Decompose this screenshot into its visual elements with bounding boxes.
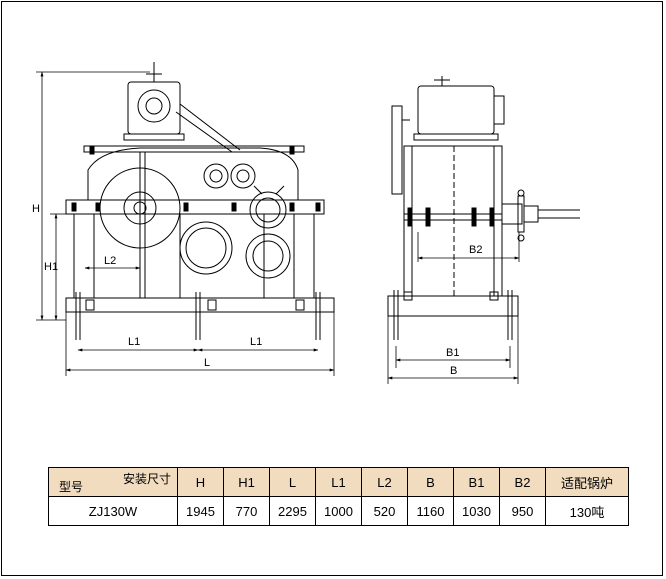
side-base (387, 290, 519, 340)
model-cell: ZJ130W (48, 496, 178, 526)
header-cell-boiler: 适配锅炉 (545, 467, 629, 497)
header-cell-b1: B1 (453, 467, 500, 497)
dim-label-l: L (204, 357, 210, 369)
dim-label-l1-right: L1 (250, 336, 262, 348)
value-cell-l1: 1000 (315, 496, 362, 526)
dim-label-l1-left: L1 (128, 336, 140, 348)
front-view (65, 62, 335, 340)
technical-drawing: H H1 L2 L1 L1 L (32, 62, 580, 384)
side-coupling (501, 189, 580, 242)
value-cell-h: 1945 (177, 496, 224, 526)
header-cell-l: L (269, 467, 316, 497)
side-dimension-labels: B2 B1 B (446, 244, 482, 377)
value-cell-boiler: 130吨 (545, 496, 629, 526)
front-housing (65, 145, 325, 298)
front-motor (123, 62, 185, 141)
front-dimension-labels: H H1 L2 L1 L1 L (32, 203, 262, 369)
side-motor (413, 76, 505, 141)
corner-label-model: 型号 (59, 480, 84, 494)
side-dimensions (387, 232, 520, 384)
front-flange-bolts (71, 145, 321, 212)
table-row: ZJ130W 1945 770 2295 1000 520 1160 1030 … (48, 496, 629, 526)
dim-label-h1: H1 (44, 261, 58, 273)
dim-label-h: H (32, 203, 40, 215)
corner-label-install-dimensions: 安装尺寸 (122, 472, 171, 486)
header-cell-h: H (177, 467, 224, 497)
value-cell-l: 2295 (269, 496, 316, 526)
value-cell-b2: 950 (499, 496, 546, 526)
spec-table: 安装尺寸 型号 H H1 L L1 L2 B B1 B2 适配锅炉 ZJ130W… (48, 467, 629, 526)
dim-label-b2: B2 (469, 244, 482, 256)
side-housing (403, 145, 503, 297)
side-view (387, 76, 580, 340)
header-cell-l2: L2 (361, 467, 408, 497)
header-cell-b: B (407, 467, 454, 497)
spec-table-corner-cell: 安装尺寸 型号 (48, 467, 178, 497)
side-flange-bolts (407, 207, 495, 227)
spec-table-header-row: 安装尺寸 型号 H H1 L L1 L2 B B1 B2 适配锅炉 (48, 467, 629, 497)
value-cell-l2: 520 (361, 496, 408, 526)
dim-label-b1: B1 (446, 347, 459, 359)
value-cell-b: 1160 (407, 496, 454, 526)
header-cell-b2: B2 (499, 467, 546, 497)
header-cell-h1: H1 (223, 467, 270, 497)
value-cell-b1: 1030 (453, 496, 500, 526)
dim-label-l2: L2 (104, 255, 116, 267)
front-dimensions (36, 71, 335, 376)
value-cell-h1: 770 (223, 496, 270, 526)
header-cell-l1: L1 (315, 467, 362, 497)
front-base (65, 292, 335, 340)
dim-label-b: B (450, 365, 457, 377)
